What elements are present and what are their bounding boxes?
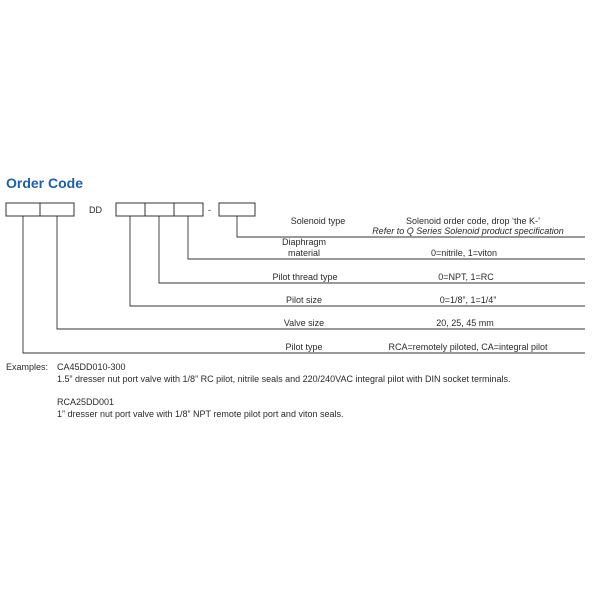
field-desc-solenoid-type: Solenoid order code, drop ‘the K-’ [406, 216, 540, 226]
field-note-solenoid-type: Refer to Q Series Solenoid product speci… [372, 226, 564, 236]
example-1-code: CA45DD010-300 [57, 362, 126, 372]
field-label-diaphragm-line1: Diaphragm [282, 237, 326, 247]
examples-label: Examples: [6, 362, 48, 372]
field-label-pilot-thread-type: Pilot thread type [272, 272, 337, 282]
section-title: Order Code [6, 175, 83, 191]
code-box-pilot-thread [144, 202, 175, 217]
field-desc-pilot-thread-type: 0=NPT, 1=RC [438, 272, 494, 282]
example-1-description: 1.5” dresser nut port valve with 1/8” RC… [57, 374, 511, 384]
field-label-pilot-size: Pilot size [286, 295, 322, 305]
leader-line-pilot-thread [158, 216, 585, 284]
leader-line-pilot-type [22, 216, 585, 354]
field-desc-pilot-type: RCA=remotely piloted, CA=integral pilot [388, 342, 548, 352]
leader-line-pilot-size [129, 216, 585, 307]
leader-line-solenoid [236, 216, 585, 238]
code-box-pilot-type [5, 202, 41, 217]
field-label-diaphragm-line2: material [288, 248, 320, 258]
leader-line-diaphragm [187, 216, 585, 260]
field-desc-valve-size: 20, 25, 45 mm [436, 318, 494, 328]
field-label-valve-size: Valve size [284, 318, 324, 328]
field-desc-pilot-size: 0=1/8”, 1=1/4” [440, 295, 497, 305]
example-2-description: 1” dresser nut port valve with 1/8” NPT … [57, 409, 343, 419]
example-2-code: RCA25DD001 [57, 397, 114, 407]
code-fixed-dd: DD [89, 205, 102, 215]
leader-line-valve-size [56, 216, 585, 330]
field-label-pilot-type: Pilot type [285, 342, 322, 352]
code-dash: - [208, 205, 211, 215]
field-desc-diaphragm: 0=nitrile, 1=viton [431, 248, 497, 258]
code-box-pilot-size [115, 202, 146, 217]
code-box-solenoid [218, 202, 256, 217]
code-box-diaphragm [173, 202, 204, 217]
field-label-solenoid-type: Solenoid type [291, 216, 346, 226]
code-box-valve-size [39, 202, 75, 217]
